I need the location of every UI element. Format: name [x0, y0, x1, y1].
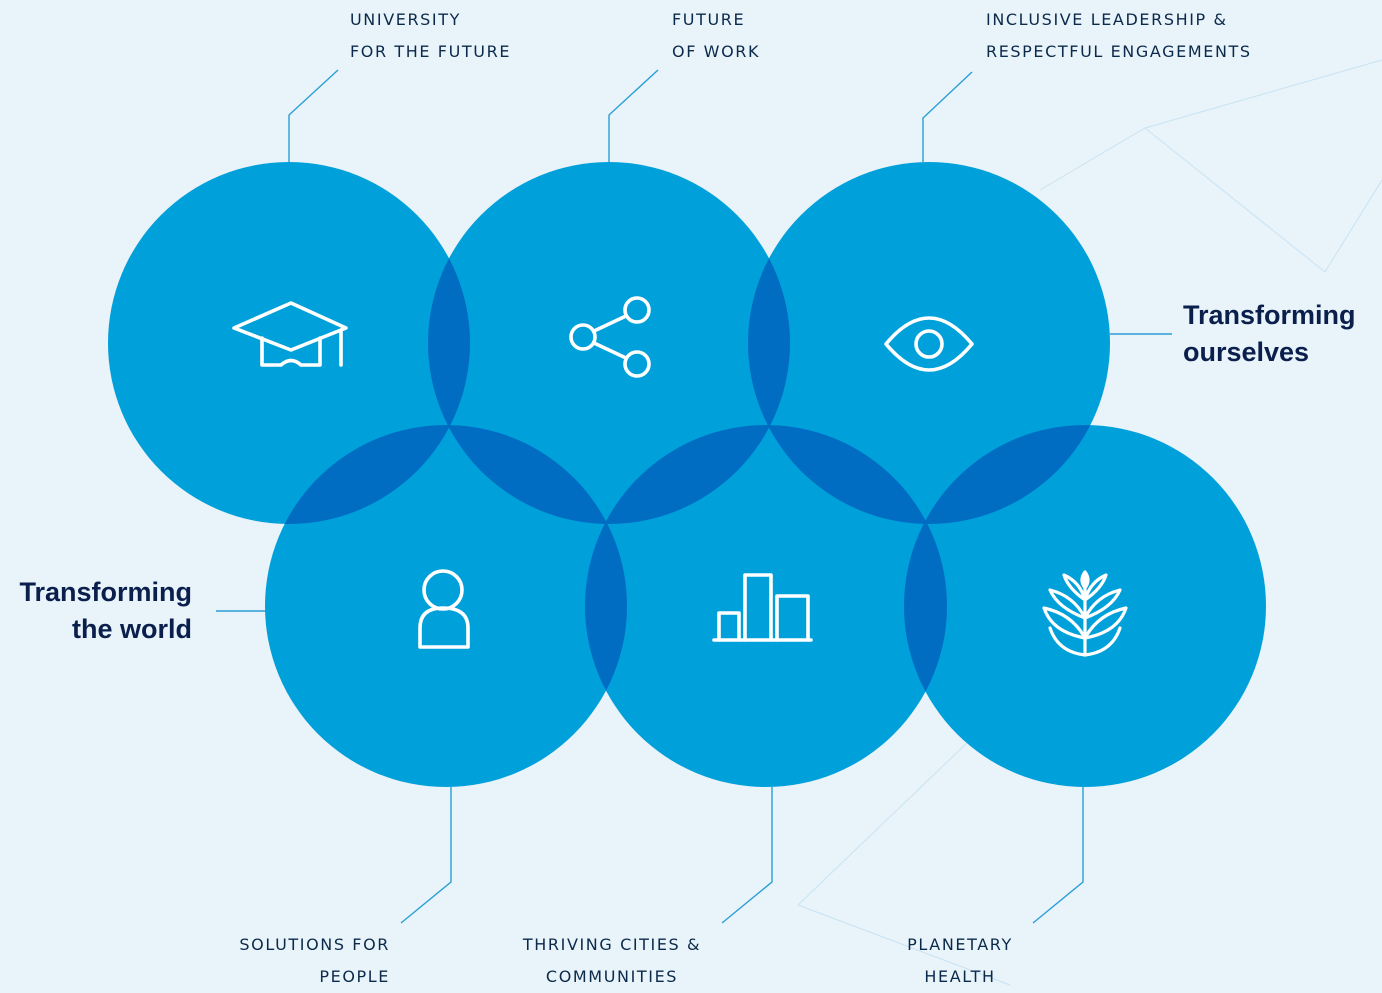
theme-label-solutions: SOLUTIONS FOR PEOPLE — [180, 929, 390, 993]
theme-label-inclusive: INCLUSIVE LEADERSHIP & RESPECTFUL ENGAGE… — [986, 4, 1252, 68]
connector-cities — [721, 787, 773, 924]
city-bars-icon — [712, 573, 813, 642]
graduation-cap-icon — [232, 301, 348, 367]
connector-solutions — [400, 787, 452, 924]
connector-planetary — [1032, 787, 1084, 924]
group-heading-line: Transforming — [1183, 300, 1356, 330]
eye-icon — [884, 316, 974, 372]
circle-solutions — [265, 425, 627, 787]
theme-label-line: PEOPLE — [319, 967, 390, 986]
theme-label-line: UNIVERSITY — [350, 10, 461, 29]
theme-label-line: OF WORK — [672, 42, 761, 61]
group-heading-transforming-ourselves: Transforming ourselves — [1183, 297, 1356, 371]
connector-inclusive — [922, 71, 973, 162]
theme-label-line: HEALTH — [924, 967, 996, 986]
group-heading-line: the world — [72, 614, 192, 644]
connector-future-of-work — [608, 69, 659, 162]
circle-inclusive — [748, 162, 1110, 524]
connector-university — [288, 69, 339, 162]
connector-lines — [216, 69, 1172, 924]
group-heading-line: Transforming — [19, 577, 192, 607]
theme-label-line: FOR THE FUTURE — [350, 42, 512, 61]
theme-label-line: FUTURE — [672, 10, 746, 29]
theme-label-line: THRIVING CITIES & — [522, 935, 702, 954]
theme-label-future-of-work: FUTURE OF WORK — [672, 4, 760, 68]
circle-university — [108, 162, 470, 524]
share-nodes-icon — [569, 296, 651, 378]
theme-label-line: INCLUSIVE LEADERSHIP & — [986, 10, 1228, 29]
leaf-plant-icon — [1042, 570, 1128, 657]
theme-label-line: PLANETARY — [907, 935, 1013, 954]
group-heading-line: ourselves — [1183, 337, 1310, 367]
theme-label-line: SOLUTIONS FOR — [239, 935, 390, 954]
person-icon — [418, 569, 470, 649]
theme-label-cities: THRIVING CITIES & COMMUNITIES — [490, 929, 734, 993]
theme-label-university: UNIVERSITY FOR THE FUTURE — [350, 4, 511, 68]
background-decoration — [797, 59, 1382, 986]
circle-cities — [585, 425, 947, 787]
theme-label-line: RESPECTFUL ENGAGEMENTS — [986, 42, 1252, 61]
circle-future-of-work — [428, 162, 790, 524]
theme-label-line: COMMUNITIES — [545, 967, 679, 986]
circles — [108, 162, 1266, 787]
theme-label-planetary: PLANETARY HEALTH — [870, 929, 1050, 993]
group-heading-transforming-world: Transforming the world — [0, 574, 192, 648]
